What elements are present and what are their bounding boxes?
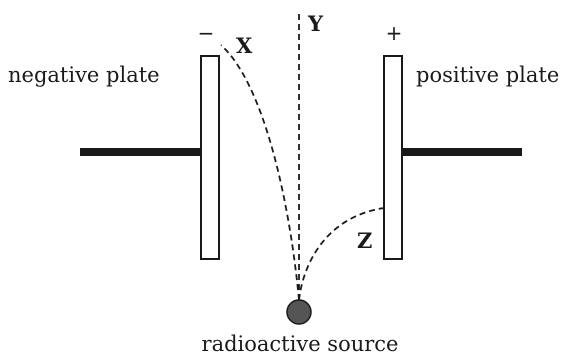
positive-sign: + [386,21,403,45]
positive-plate [383,55,403,260]
path-x-track [220,44,300,301]
negative-sign: − [198,21,215,45]
path-z-track [298,207,385,301]
path-y-label: Y [307,11,324,36]
radioactive-source-dot [286,299,312,325]
negative-plate-label: negative plate [8,63,160,87]
path-z-label: Z [357,228,372,253]
radioactive-source-label: radioactive source [202,332,399,356]
positive-plate-label: positive plate [416,63,559,87]
path-x-label: X [236,33,253,58]
negative-plate [200,55,220,260]
